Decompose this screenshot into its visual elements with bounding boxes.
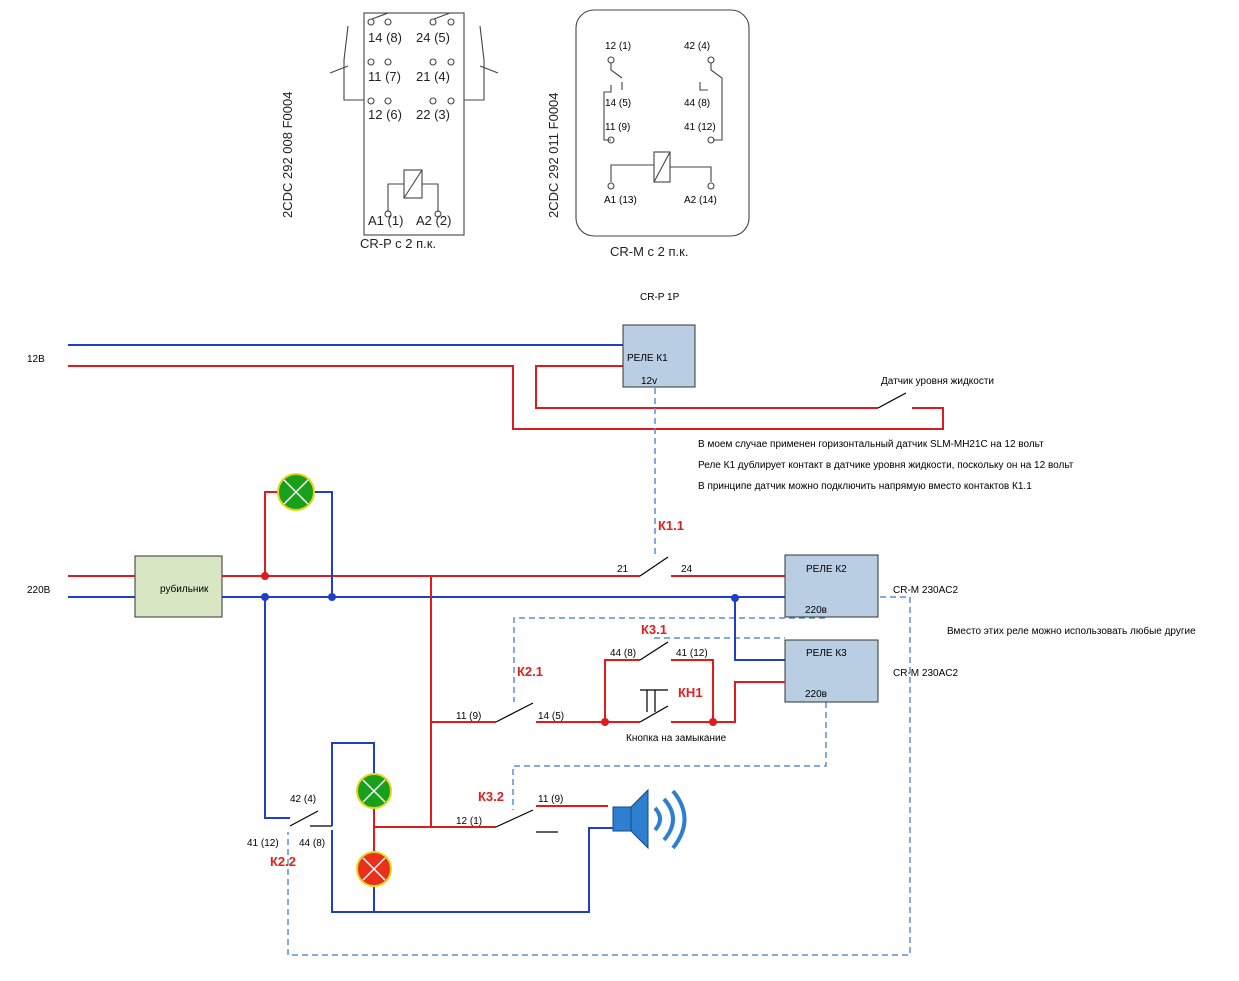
note-1: В моем случае применен горизонтальный да… (698, 439, 1044, 450)
crm-pin-a2: A2 (14) (684, 195, 717, 206)
contact-k11-right: 24 (681, 564, 693, 575)
crp-caption: CR-P с 2 п.к. (360, 236, 436, 251)
crm-code: 2CDC 292 011 F0004 (546, 92, 561, 218)
crm-pin-12: 12 (1) (605, 41, 631, 52)
contact-k22-icon (289, 810, 319, 827)
main-switch-label: рубильник (160, 583, 209, 595)
crp-pin-a1: A1 (1) (368, 213, 403, 228)
push-button-desc: Кнопка на замыкание (626, 733, 727, 744)
contact-k22-left: 41 (12) (247, 838, 279, 849)
contact-k11-icon (639, 556, 669, 577)
contact-k32-name: К3.2 (478, 789, 504, 804)
crp-pin-24: 24 (5) (416, 30, 450, 45)
crp-pin-12: 12 (6) (368, 107, 402, 122)
circuit-220v: 220В рубильник РЕЛЕ К2 220в CR-M 230AC2 … (27, 473, 1196, 913)
contact-k21-icon (495, 702, 534, 723)
crp-pinout-diagram: 14 (8) 24 (5) 11 (7) 21 (4) 12 (6) 22 (3… (280, 12, 499, 251)
contact-k21-right: 14 (5) (538, 711, 564, 722)
note-2: Реле К1 дублирует контакт в датчике уров… (698, 459, 1074, 471)
relay-k3-model: CR-M 230AC2 (893, 668, 958, 679)
relay-k3-name: РЕЛЕ К3 (806, 648, 847, 659)
crp-title: CR-P 1P (640, 292, 680, 303)
supply-12v-label: 12В (27, 354, 45, 365)
contact-k22-right: 44 (8) (299, 838, 325, 849)
contact-k31-right: 41 (12) (676, 648, 708, 659)
relay-k1-voltage: 12v (641, 376, 657, 387)
red-lamp-icon (356, 851, 392, 887)
green-lamp-icon (277, 473, 315, 511)
crm-pin-41: 41 (12) (684, 122, 716, 133)
sensor-label: Датчик уровня жидкости (881, 376, 994, 387)
green-lamp-icon (356, 773, 392, 809)
contact-k31-icon (639, 641, 669, 661)
note-3: В принципе датчик можно подключить напря… (698, 481, 1032, 492)
other-relays-note: Вместо этих реле можно использовать любы… (947, 625, 1196, 637)
relay-k1 (622, 324, 696, 388)
speaker-icon (612, 788, 687, 850)
crm-pin-42: 42 (4) (684, 41, 710, 52)
circuit-12v: 12В CR-P 1P РЕЛЕ К1 12v Датчик уровня жи… (27, 292, 1074, 492)
crp-pin-22: 22 (3) (416, 107, 450, 122)
crp-pin-a2: A2 (2) (416, 213, 451, 228)
push-button-icon (639, 689, 669, 723)
wire-12v-return (535, 365, 878, 409)
contact-k31-name: К3.1 (641, 622, 667, 637)
crp-pin-11: 11 (7) (368, 69, 401, 84)
crp-code: 2CDC 292 008 F0004 (280, 92, 295, 218)
contact-k31-left: 44 (8) (610, 648, 636, 659)
contact-k21-name: К2.1 (517, 664, 543, 679)
crp-pin-21: 21 (4) (416, 69, 450, 84)
crp-pin-14: 14 (8) (368, 30, 402, 45)
crm-pin-a1: A1 (13) (604, 195, 637, 206)
contact-k21-left: 11 (9) (456, 711, 481, 722)
relay-k2-model: CR-M 230AC2 (893, 585, 958, 596)
relay-k2-voltage: 220в (805, 605, 827, 616)
relay-k2 (784, 554, 879, 618)
crm-caption: CR-M с 2 п.к. (610, 244, 688, 259)
mechanical-links (287, 388, 911, 956)
contact-k32-right: 11 (9) (538, 794, 563, 805)
wire-12v-plus (68, 365, 944, 430)
link-k3-to-k32 (512, 702, 827, 810)
crp-body (363, 12, 465, 236)
link-k2-to-k21 (513, 617, 825, 702)
crm-pin-44: 44 (8) (684, 98, 710, 109)
crm-pin-11: 11 (9) (605, 122, 630, 133)
contact-k11-left: 21 (617, 564, 629, 575)
relay-k3 (784, 639, 879, 703)
contact-k32-icon (495, 809, 534, 828)
relay-k2-name: РЕЛЕ К2 (806, 564, 847, 575)
main-switch (134, 555, 223, 618)
contact-k32-left: 12 (1) (456, 816, 482, 827)
crm-pinout-diagram: 12 (1) 42 (4) 14 (5) 44 (8) 11 (9) 41 (1… (546, 9, 750, 259)
supply-220v-label: 220В (27, 585, 51, 596)
push-button-name: КН1 (678, 685, 703, 700)
contact-k11-name: К1.1 (658, 518, 684, 533)
link-k2 (287, 596, 911, 956)
relay-k3-voltage: 220в (805, 689, 827, 700)
crm-body (575, 9, 750, 237)
contact-k22-name: К2.2 (270, 854, 296, 869)
contact-k22-top: 42 (4) (290, 794, 316, 805)
crm-pin-14: 14 (5) (605, 98, 631, 109)
sensor-switch-icon (877, 392, 907, 409)
relay-k1-name: РЕЛЕ К1 (627, 353, 668, 364)
